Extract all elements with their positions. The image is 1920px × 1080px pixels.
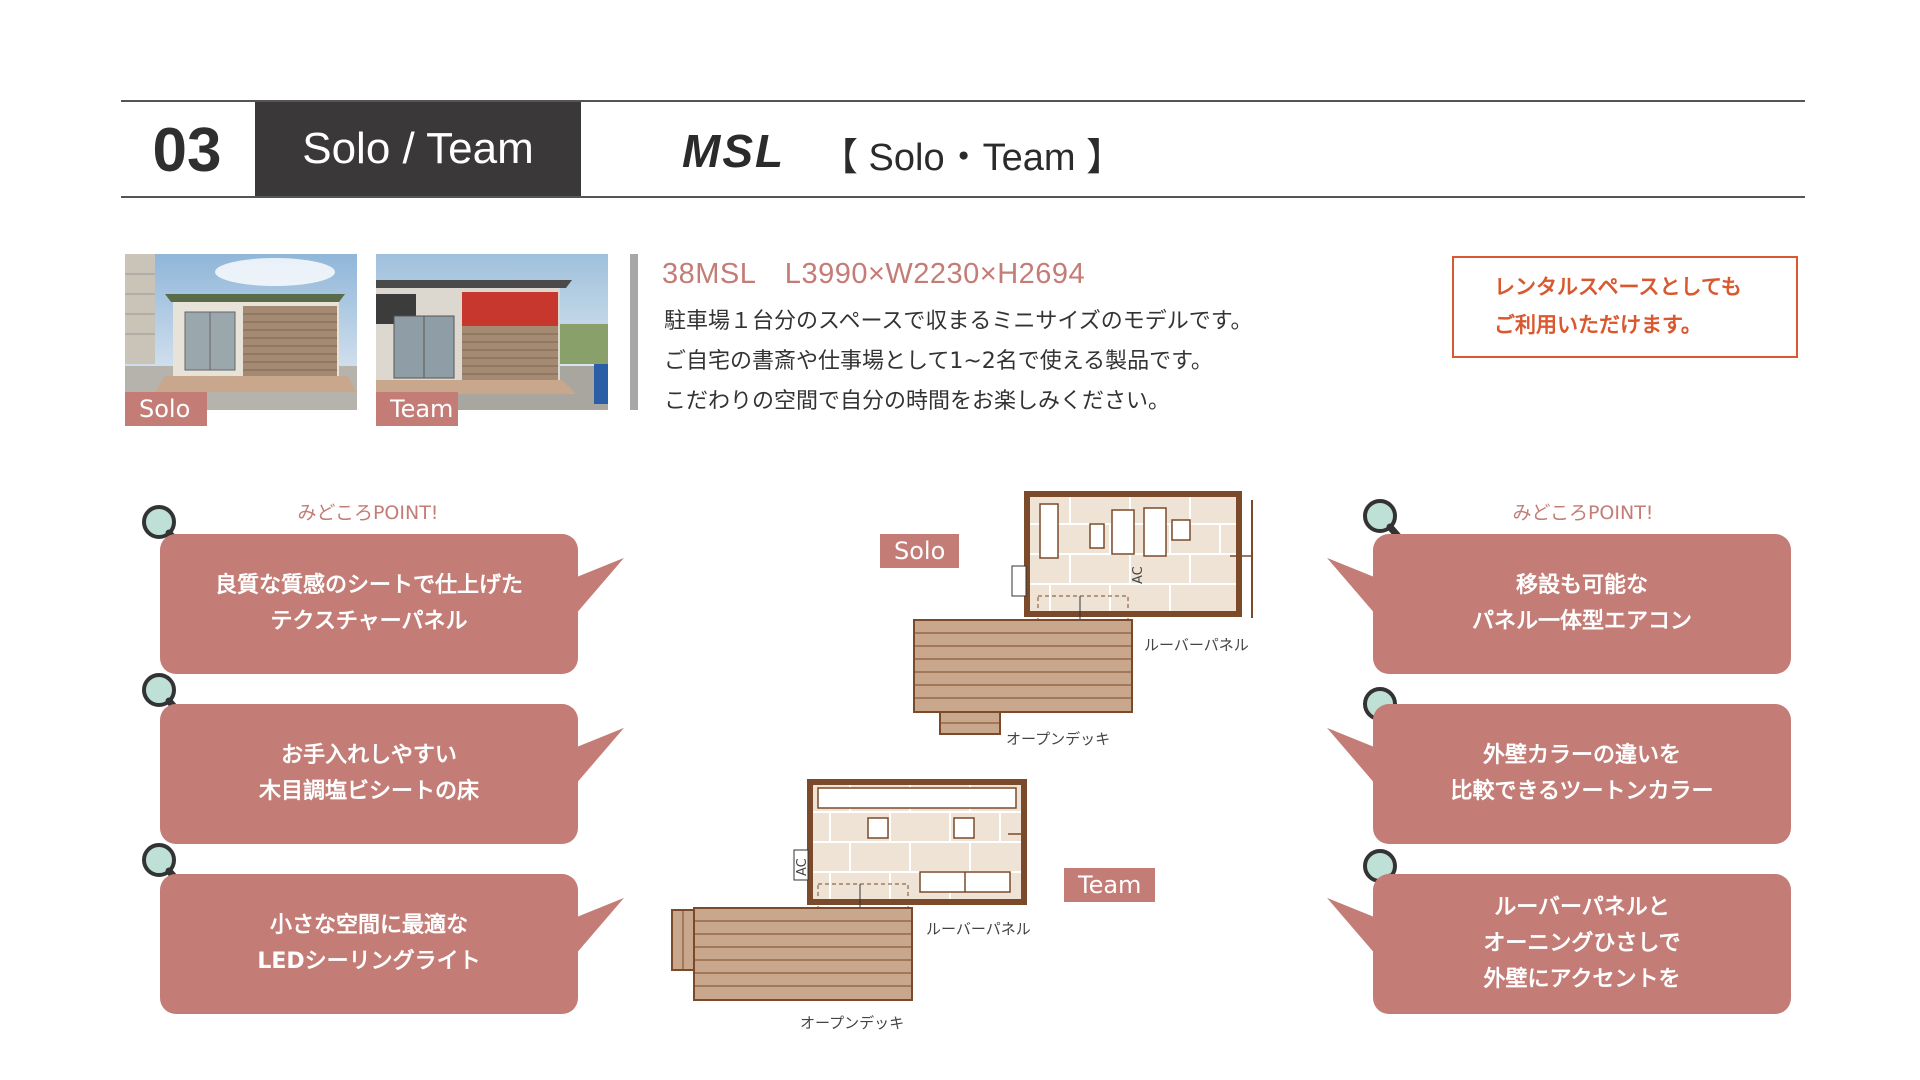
description-line: こだわりの空間で自分の時間をお楽しみください。 (664, 389, 1171, 414)
description-line: 駐車場１台分のスペースで収まるミニサイズのモデルです。 (664, 309, 1253, 334)
point-text: テクスチャーパネル (270, 609, 468, 634)
notice-line: レンタルスペースとしても (1494, 275, 1742, 299)
solo-deck-label: オープンデッキ (1006, 730, 1111, 748)
team-louver-label: ルーバーパネル (926, 920, 1031, 938)
description-bar (630, 254, 638, 410)
model-description: 駐車場１台分のスペースで収まるミニサイズのモデルです。 ご自宅の書斎や仕事場とし… (664, 302, 1253, 422)
model-spec: 38MSL L3990×W2230×H2694 (662, 258, 1086, 290)
notice-line: ご利用いただけます。 (1494, 313, 1702, 337)
points-heading-right: みどころPOINT! (1512, 502, 1654, 524)
team-photo (376, 254, 608, 410)
point-text: オーニングひさしで (1483, 931, 1681, 956)
point-text: パネル一体型エアコン (1471, 609, 1692, 634)
section-title: Solo / Team (255, 102, 581, 196)
point-text: 外壁カラーの違いを (1482, 743, 1681, 768)
team-plan-label: Team (1064, 868, 1156, 902)
team-ac-label: AC (795, 858, 810, 876)
point-text: 木目調塩ビシートの床 (258, 779, 479, 804)
point-bubble-two-tone: 外壁カラーの違いを 比較できるツートンカラー (1373, 704, 1791, 844)
point-text: 小さな空間に最適な (269, 913, 468, 938)
section-number: 03 (152, 115, 222, 185)
solo-plan-label: Solo (880, 534, 960, 568)
point-text: 良質な質感のシートで仕上げた (214, 573, 523, 598)
solo-ac-label: AC (1131, 566, 1146, 584)
rental-notice: レンタルスペースとしても ご利用いただけます。 (1452, 256, 1798, 358)
point-bubble-led-light: 小さな空間に最適な LEDシーリングライト (160, 874, 578, 1014)
team-floor-plan (671, 779, 1027, 1001)
description-line: ご自宅の書斎や仕事場として1~2名で使える製品です。 (664, 349, 1213, 374)
points-heading-left: みどころPOINT! (297, 502, 439, 524)
point-text: LEDシーリングライト (257, 949, 481, 974)
solo-photo-label: Solo (125, 392, 207, 426)
solo-floor-plan (913, 491, 1253, 735)
point-text: 比較できるツートンカラー (1450, 779, 1714, 804)
team-photo-label: Team (376, 392, 458, 426)
header-bottom-rule (121, 196, 1805, 198)
point-bubble-texture-panel: 良質な質感のシートで仕上げた テクスチャーパネル (160, 534, 578, 674)
point-text: ルーバーパネルと (1494, 895, 1670, 920)
point-text: お手入れしやすい (281, 743, 457, 768)
point-text: 移設も可能な (1515, 573, 1648, 598)
solo-photo (125, 254, 357, 410)
solo-louver-label: ルーバーパネル (1144, 636, 1249, 654)
point-bubble-floor: お手入れしやすい 木目調塩ビシートの床 (160, 704, 578, 844)
team-deck-label: オープンデッキ (800, 1014, 905, 1032)
point-bubble-louver-awning: ルーバーパネルと オーニングひさしで 外壁にアクセントを (1373, 874, 1791, 1014)
point-text: 外壁にアクセントを (1483, 967, 1681, 992)
brand-logo: MSL (682, 125, 786, 177)
point-bubble-air-conditioner: 移設も可能な パネル一体型エアコン (1373, 534, 1791, 674)
header-top-rule (121, 100, 1805, 102)
model-name: 【 Solo・Team 】 (820, 137, 1125, 179)
